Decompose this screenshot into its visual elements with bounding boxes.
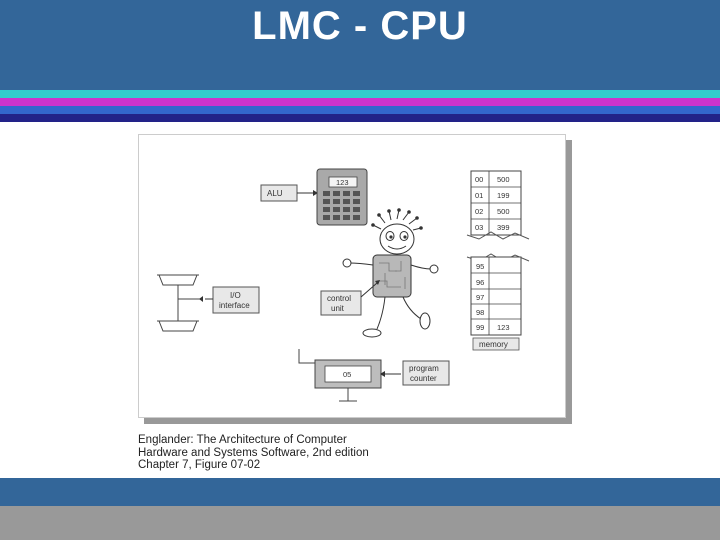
program-counter-label-line1: program (409, 364, 439, 373)
program-counter-label-line2: counter (410, 374, 437, 383)
caption-line: Englander: The Architecture of Computer (138, 434, 468, 447)
memory-table-bottom: 95 96 97 98 99 123 memory (471, 257, 521, 350)
calculator-display: 123 (336, 178, 349, 187)
caption-line: Hardware and Systems Software, 2nd editi… (138, 447, 468, 460)
footer-band-gray (0, 506, 720, 540)
slide-title: LMC - CPU (0, 4, 720, 49)
alu-label: ALU (267, 189, 283, 198)
little-man-figure (343, 208, 438, 337)
io-baskets (157, 275, 203, 331)
memory-address: 99 (476, 323, 484, 332)
memory-value: 500 (497, 207, 510, 216)
memory-value: 199 (497, 191, 510, 200)
memory-label: memory (479, 340, 508, 349)
program-counter-unit: 05 program counter (299, 349, 449, 401)
memory-address: 97 (476, 293, 484, 302)
io-interface-label-line1: I/O (230, 291, 241, 300)
control-unit-label-line1: control (327, 294, 351, 303)
memory-address: 00 (475, 175, 483, 184)
memory-address: 96 (476, 278, 484, 287)
memory-address: 02 (475, 207, 483, 216)
header-stripe-blue (0, 106, 720, 114)
lmc-figure: ALU 123 00 500 01 199 (138, 134, 566, 418)
footer-band-blue (0, 478, 720, 506)
memory-address: 95 (476, 262, 484, 271)
calculator-icon: 123 (317, 169, 367, 225)
caption-line: Chapter 7, Figure 07-02 (138, 459, 468, 472)
control-unit-box: control unit (321, 280, 380, 315)
control-unit-label-line2: unit (331, 304, 345, 313)
io-interface-box: I/O interface (205, 287, 259, 313)
memory-table-top: 00 500 01 199 02 500 03 399 (471, 171, 521, 235)
memory-address: 01 (475, 191, 483, 200)
program-counter-value: 05 (343, 370, 351, 379)
memory-value: 500 (497, 175, 510, 184)
alu-box: ALU (261, 185, 318, 201)
lmc-diagram: ALU 123 00 500 01 199 (139, 135, 567, 419)
header-stripe-navy (0, 114, 720, 122)
memory-address: 98 (476, 308, 484, 317)
memory-address: 03 (475, 223, 483, 232)
io-interface-label-line2: interface (219, 301, 250, 310)
memory-value: 399 (497, 223, 510, 232)
header-stripe-magenta (0, 98, 720, 106)
header-stripe-cyan (0, 90, 720, 98)
figure-caption: Englander: The Architecture of Computer … (138, 434, 468, 472)
memory-value: 123 (497, 323, 510, 332)
